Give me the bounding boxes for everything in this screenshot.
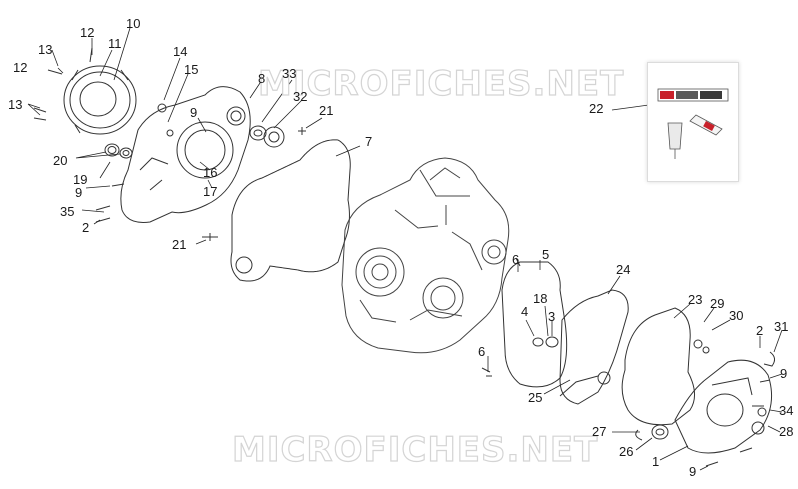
part-label-20: 20 xyxy=(53,153,68,168)
part-label-9: 9 xyxy=(75,185,83,200)
sealant-kit-inset xyxy=(647,62,739,182)
left-crankcase-cover-part xyxy=(120,86,251,223)
part-label-2: 2 xyxy=(82,220,90,235)
watermark-bottom: MICROFICHES.NET xyxy=(231,429,599,470)
inner-cover-part xyxy=(559,289,629,405)
seals-part xyxy=(104,143,133,159)
part-label-9: 9 xyxy=(780,366,788,381)
part-label-6: 6 xyxy=(512,252,520,267)
part-label-13: 13 xyxy=(38,42,53,57)
part-label-27: 27 xyxy=(592,424,607,439)
part-label-18: 18 xyxy=(533,291,548,306)
part-label-25: 25 xyxy=(528,390,543,405)
part-label-22: 22 xyxy=(589,101,604,116)
part-label-12: 12 xyxy=(80,25,95,40)
leader-lines xyxy=(27,27,783,471)
part-label-3: 3 xyxy=(548,309,556,324)
part-label-19: 19 xyxy=(73,172,88,187)
part-label-30: 30 xyxy=(729,308,744,323)
part-label-9: 9 xyxy=(190,105,198,120)
part-label-10: 10 xyxy=(126,16,141,31)
right-gasket-part xyxy=(501,261,568,388)
outer-gasket-part xyxy=(621,307,695,426)
ignition-cover-part xyxy=(674,339,776,454)
crankcase-part xyxy=(341,157,510,354)
part-label-13: 13 xyxy=(8,97,23,112)
part-label-12: 12 xyxy=(13,60,28,75)
part-label-21: 21 xyxy=(172,237,187,252)
part-label-17: 17 xyxy=(203,184,218,199)
part-label-35: 35 xyxy=(60,204,75,219)
part-label-16: 16 xyxy=(203,165,218,180)
part-label-28: 28 xyxy=(779,424,794,439)
part-label-8: 8 xyxy=(258,71,266,86)
part-label-26: 26 xyxy=(619,444,634,459)
part-label-32: 32 xyxy=(293,89,308,104)
part-label-23: 23 xyxy=(688,292,703,307)
bearing-part xyxy=(249,125,306,148)
part-label-1: 1 xyxy=(652,454,660,469)
part-label-21: 21 xyxy=(319,103,334,118)
part-label-2: 2 xyxy=(756,323,764,338)
part-label-14: 14 xyxy=(173,44,188,59)
part-label-34: 34 xyxy=(779,403,794,418)
part-label-31: 31 xyxy=(774,319,789,334)
sealant-tube-icon xyxy=(657,88,729,159)
part-label-5: 5 xyxy=(542,247,550,262)
part-label-33: 33 xyxy=(282,66,297,81)
part-label-15: 15 xyxy=(184,62,199,77)
part-label-7: 7 xyxy=(365,134,373,149)
watermark-top: MICROFICHES.NET xyxy=(257,63,625,104)
part-label-9: 9 xyxy=(689,464,697,479)
part-label-11: 11 xyxy=(108,36,122,51)
screws-left xyxy=(33,47,125,223)
clutch-cover-part xyxy=(63,65,137,135)
part-label-6: 6 xyxy=(478,344,486,359)
left-gasket-part xyxy=(230,139,351,282)
part-label-4: 4 xyxy=(521,304,529,319)
part-label-24: 24 xyxy=(616,262,631,277)
part-label-29: 29 xyxy=(710,296,725,311)
